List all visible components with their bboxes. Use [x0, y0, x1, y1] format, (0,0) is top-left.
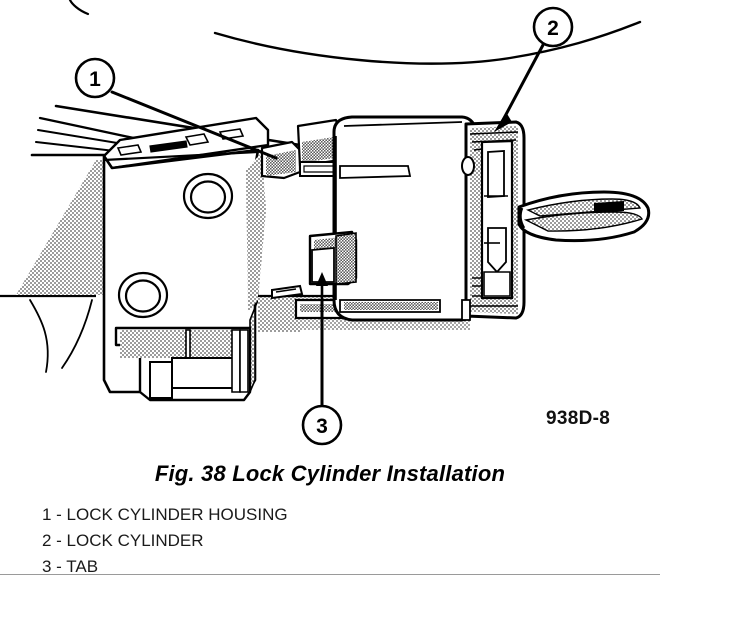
section-divider-rule	[0, 574, 660, 575]
legend-item-2: 2 - LOCK CYLINDER	[42, 531, 204, 550]
part-number-label: 938D-8	[546, 408, 611, 429]
key-head	[517, 190, 651, 243]
callout-3-circle	[301, 404, 343, 446]
figure-legend: 1 - LOCK CYLINDER HOUSING 2 - LOCK CYLIN…	[42, 502, 542, 580]
lock-cylinder-tab	[308, 230, 358, 302]
legend-item-3: 3 - TAB	[42, 557, 99, 576]
housing-shadow-left	[16, 160, 112, 295]
callout-1-number: 1	[89, 68, 101, 91]
callout-1-circle	[74, 57, 116, 99]
lock-cylinder-illustration: 1 2 3	[0, 0, 651, 446]
callout-1-leader-line	[110, 90, 278, 160]
callout-2-arrowhead	[494, 112, 512, 132]
housing-wedge-detail	[271, 284, 304, 300]
lock-cylinder-housing	[102, 116, 270, 402]
callout-2-circle	[532, 6, 574, 48]
lock-cylinder-body	[332, 115, 478, 322]
callout-1[interactable]: 1	[74, 57, 278, 160]
housing-boss-lower	[117, 271, 169, 319]
callout-3-number: 3	[316, 415, 328, 438]
figure-caption: Fig. 38 Lock Cylinder Installation	[154, 461, 506, 486]
dashboard-edge-arc	[68, 0, 642, 65]
callout-3[interactable]: 3	[301, 298, 343, 446]
lock-cylinder-face	[461, 120, 526, 321]
callout-2[interactable]: 2	[494, 6, 574, 132]
legend-item-1: 1 - LOCK CYLINDER HOUSING	[42, 505, 288, 524]
housing-boss-upper	[182, 172, 234, 220]
lower-panel-contour	[0, 294, 96, 373]
callout-2-number: 2	[547, 17, 559, 40]
callout-2-leader-line	[500, 43, 545, 124]
housing-cylinder-bracket	[260, 118, 342, 180]
